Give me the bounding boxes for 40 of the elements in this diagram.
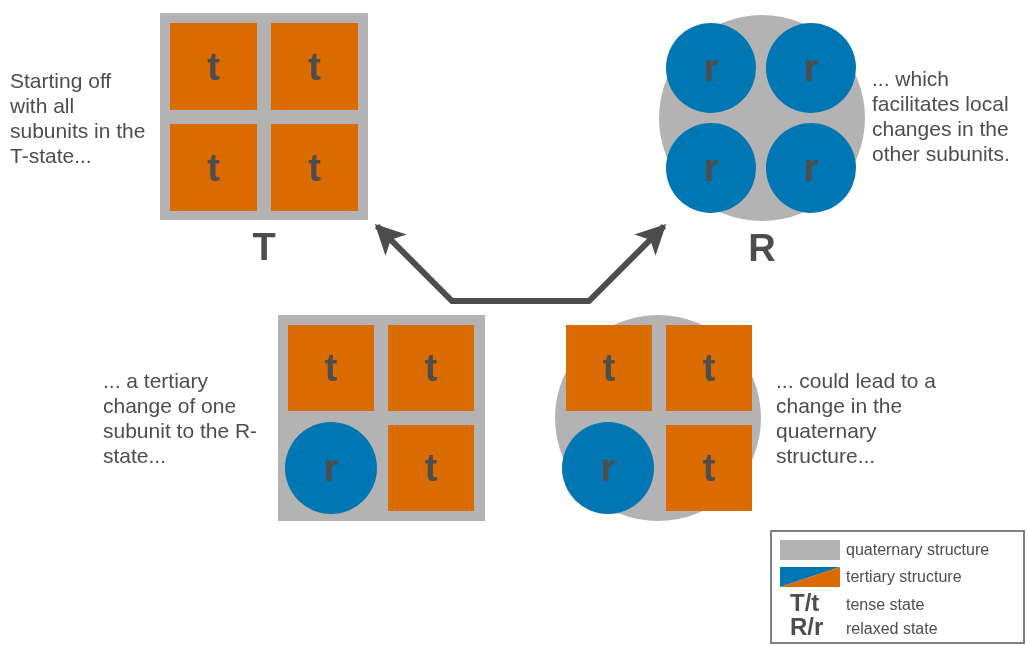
tense-subunit-square bbox=[271, 124, 358, 211]
tense-subunit-square bbox=[288, 325, 374, 411]
state-letter: t bbox=[207, 148, 220, 187]
legend-label: tense state bbox=[846, 596, 925, 614]
annotation-text: ... could lead to a change in the quaternary structure... bbox=[776, 368, 937, 468]
double-arrow bbox=[374, 223, 667, 304]
tense-subunit-square bbox=[388, 325, 474, 411]
state-letter: t bbox=[702, 449, 716, 487]
state-letter: t bbox=[602, 349, 616, 387]
tense-subunit-square bbox=[170, 23, 257, 110]
annotation-text: ... which facilitates local changes in the other subunits. bbox=[872, 66, 1011, 166]
state-letter: t bbox=[207, 47, 220, 86]
tense-subunit-square bbox=[170, 124, 257, 211]
tense-subunit-square bbox=[271, 23, 358, 110]
state-label: T bbox=[251, 228, 277, 266]
state-letter: r bbox=[323, 449, 339, 487]
state-letter: r bbox=[703, 49, 719, 87]
state-letter: r bbox=[703, 149, 719, 187]
legend-label: quaternary structure bbox=[846, 541, 990, 559]
tense-subunit-square bbox=[666, 425, 752, 511]
tense-subunit-square bbox=[666, 325, 752, 411]
state-letter: r bbox=[600, 449, 616, 487]
state-letter: t bbox=[308, 47, 321, 86]
annotation-text: Starting off with all subunits in the T-state... bbox=[10, 68, 147, 168]
quaternary-structure-square bbox=[278, 315, 485, 521]
state-letter: t bbox=[424, 449, 438, 487]
tense-subunit-square bbox=[566, 325, 652, 411]
legend-label: relaxed state bbox=[846, 620, 938, 638]
state-letter: t bbox=[324, 349, 338, 387]
state-letter: r bbox=[803, 49, 819, 87]
annotation-text: ... a tertiary change of one subunit to the R-state... bbox=[103, 368, 259, 468]
legend-symbol: T/t bbox=[790, 591, 820, 615]
state-letter: t bbox=[308, 148, 321, 187]
tense-subunit-square bbox=[388, 425, 474, 511]
state-letter: t bbox=[424, 349, 438, 387]
legend-label: tertiary structure bbox=[846, 568, 962, 586]
state-letter: r bbox=[803, 149, 819, 187]
state-letter: t bbox=[702, 349, 716, 387]
state-label: R bbox=[747, 229, 777, 267]
legend-symbol: R/r bbox=[790, 615, 824, 639]
